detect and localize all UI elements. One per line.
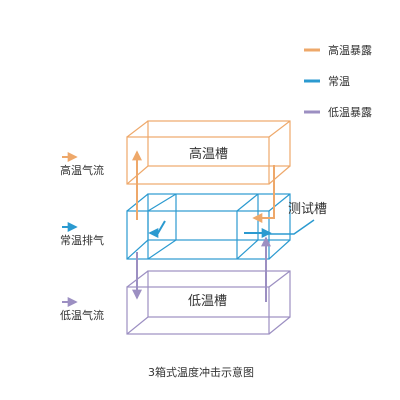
- legend-item-normal: 常温: [304, 75, 350, 88]
- side-label-high: 高温气流: [60, 152, 104, 177]
- side-text-normal: 常温排气: [60, 233, 104, 247]
- test-chamber-label: 测试槽: [288, 202, 327, 217]
- normal-airflow-left: [148, 220, 166, 238]
- legend-label-high: 高温暴露: [328, 43, 372, 57]
- high-airflow-right: [252, 165, 275, 223]
- legend-label-low: 低温暴露: [328, 106, 372, 119]
- test-chamber-leader: [264, 219, 315, 235]
- low-temp-chamber-label: 低温槽: [188, 294, 227, 309]
- side-label-low: 低温气流: [60, 297, 104, 322]
- high-airflow: [132, 150, 275, 223]
- legend-item-high: 高温暴露: [304, 43, 372, 57]
- low-airflow: [132, 236, 271, 302]
- side-label-normal: 常温排气: [60, 222, 104, 247]
- test-chamber: [126, 193, 291, 260]
- side-text-high: 高温气流: [60, 163, 104, 177]
- diagram-caption: 3箱式温度冲击示意图: [148, 365, 254, 379]
- high-temp-chamber: [126, 120, 291, 185]
- normal-airflow: [148, 220, 272, 238]
- legend: 高温暴露 常温 低温暴露: [304, 43, 372, 119]
- side-text-low: 低温气流: [60, 308, 104, 322]
- legend-item-low: 低温暴露: [304, 106, 372, 119]
- low-temp-chamber: [126, 270, 291, 335]
- legend-label-normal: 常温: [328, 75, 350, 88]
- high-temp-chamber-label: 高温槽: [189, 146, 228, 162]
